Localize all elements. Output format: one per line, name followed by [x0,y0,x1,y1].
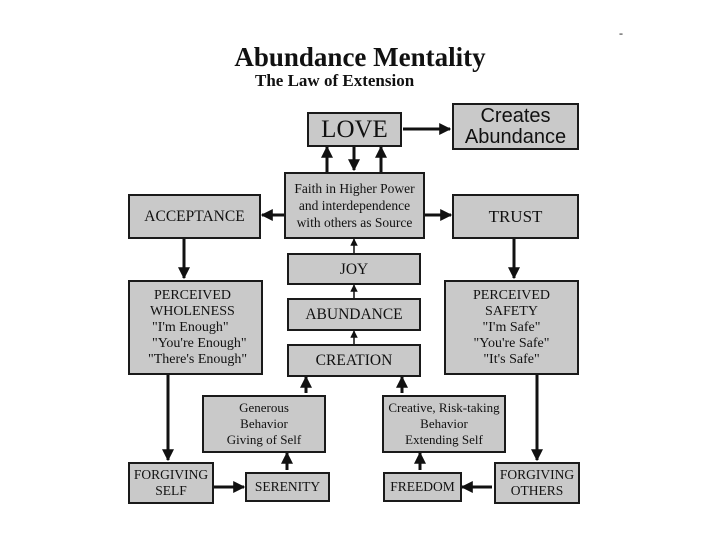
acceptance-label: ACCEPTANCE [144,208,245,225]
wholeness-line-3: "I'm Enough" [152,319,229,335]
abundance-label: ABUNDANCE [305,306,403,323]
safety-line-4: "You're Safe" [473,335,550,351]
creates-abundance-box: Creates Abundance [452,103,579,150]
generous-behavior-box: Generous Behavior Giving of Self [202,395,326,453]
corner-mark: - [619,26,623,40]
creative-line-1: Creative, Risk-taking [388,400,500,415]
forgiving-self-line-1: FORGIVING [133,467,209,482]
generous-line-3: Giving of Self [226,432,302,447]
forgiving-others-line-2: OTHERS [510,483,564,498]
trust-box: TRUST [452,194,579,239]
wholeness-line-1: PERCEIVED [154,287,231,303]
faith-box: Faith in Higher Power and interdependenc… [284,172,425,239]
joy-box: JOY [287,253,421,285]
diagram-subtitle: The Law of Extension [255,71,415,90]
creative-behavior-box: Creative, Risk-taking Behavior Extending… [382,395,506,453]
freedom-box: FREEDOM [383,472,462,502]
creation-label: CREATION [315,352,393,369]
creative-line-2: Behavior [420,416,468,431]
faith-line-2: and interdependence [298,198,411,213]
diagram-title: Abundance Mentality [234,42,486,72]
joy-label: JOY [339,260,369,278]
wholeness-line-5: "There's Enough" [148,351,248,367]
safety-line-2: SAFETY [485,303,538,319]
wholeness-line-2: WHOLENESS [150,303,235,319]
creates-abundance-line-2: Abundance [464,125,567,148]
acceptance-box: ACCEPTANCE [128,194,261,239]
generous-line-2: Behavior [240,416,288,431]
faith-line-1: Faith in Higher Power [294,181,415,196]
serenity-label: SERENITY [254,479,321,494]
perceived-safety-box: PERCEIVED SAFETY "I'm Safe" "You're Safe… [444,280,579,375]
forgiving-others-box: FORGIVING OTHERS [494,462,580,504]
safety-line-3: "I'm Safe" [482,319,541,335]
forgiving-others-line-1: FORGIVING [499,467,575,482]
creation-box: CREATION [287,344,421,377]
creative-line-3: Extending Self [405,432,483,447]
safety-line-5: "It's Safe" [483,351,540,367]
love-label: LOVE [321,115,388,143]
generous-line-1: Generous [239,400,289,415]
serenity-box: SERENITY [245,472,330,502]
love-box: LOVE [307,112,402,147]
perceived-wholeness-box: PERCEIVED WHOLENESS "I'm Enough" "You're… [128,280,263,375]
forgiving-self-box: FORGIVING SELF [128,462,214,504]
abundance-box: ABUNDANCE [287,298,421,331]
creates-abundance-line-1: Creates [480,104,551,127]
safety-line-1: PERCEIVED [473,287,550,303]
wholeness-line-4: "You're Enough" [152,335,247,351]
trust-label: TRUST [488,207,543,226]
faith-line-3: with others as Source [296,215,413,230]
forgiving-self-line-2: SELF [155,483,187,498]
freedom-label: FREEDOM [390,479,455,494]
